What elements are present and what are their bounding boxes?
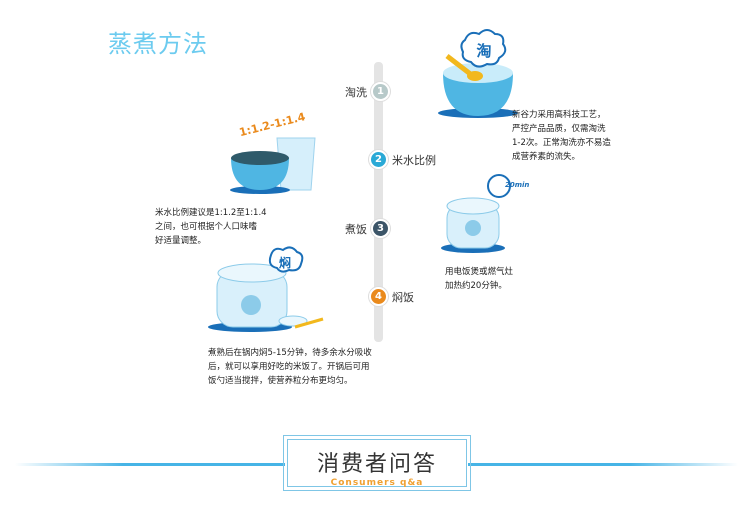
rice-cooker-illustration: 20min (441, 174, 529, 253)
step-label: 焖饭 (392, 290, 414, 304)
step-4: 4 焖饭 (369, 287, 414, 306)
step-number: 3 (371, 219, 390, 238)
desc-line: 后，就可以享用好吃的米饭了。开锅后可用 (208, 362, 370, 372)
divider-right (468, 463, 738, 466)
step-number: 1 (371, 82, 390, 101)
step-label: 米水比例 (392, 153, 436, 167)
step-4-description: 煮熟后在锅内焖5-15分钟，待多余水分吸收 后，就可以享用好吃的米饭了。开锅后可… (208, 346, 372, 388)
badge-text: 焖 (279, 255, 291, 270)
step-2: 2 米水比例 (369, 150, 436, 169)
rice-water-illustration: 1:1.2-1:1.4 (230, 110, 316, 194)
desc-line: 饭勺适当搅拌，使营养粒分布更均匀。 (208, 376, 353, 386)
divider-left (15, 463, 285, 466)
washing-bowl-illustration: 淘 (438, 29, 518, 118)
desc-line: 用电饭煲或燃气灶 (445, 267, 514, 277)
desc-line: 1-2次。正常淘洗亦不易造 (512, 138, 611, 148)
step-3: 煮饭 3 (345, 219, 390, 238)
page-title: 蒸煮方法 (108, 30, 208, 58)
desc-line: 好适量调整。 (155, 236, 207, 246)
step-label: 煮饭 (345, 222, 367, 236)
desc-line: 米水比例建议是1:1.2至1:1.4 (155, 208, 267, 218)
step-number: 2 (369, 150, 388, 169)
step-label: 淘洗 (345, 85, 367, 99)
step-2-description: 米水比例建议是1:1.2至1:1.4 之间，也可根据个人口味嗜 好适量调整。 (155, 206, 267, 248)
desc-line: 煮熟后在锅内焖5-15分钟，待多余水分吸收 (208, 348, 372, 358)
timer-text: 20min (505, 181, 529, 189)
badge-text: 淘 (475, 42, 491, 60)
desc-line: 成营养素的流失。 (512, 152, 581, 162)
desc-line: 加热约20分钟。 (445, 281, 507, 291)
step-1: 淘洗 1 (345, 82, 390, 101)
step-number: 4 (369, 287, 388, 306)
desc-line: 之间，也可根据个人口味嗜 (155, 222, 258, 232)
timeline-spine (374, 62, 383, 342)
section-title: 消费者问答 (316, 452, 437, 477)
desc-line: 新谷力采用高科技工艺， (512, 110, 606, 120)
ratio-text: 1:1.2-1:1.4 (238, 110, 307, 139)
desc-line: 严控产品品质，仅需淘洗 (512, 124, 606, 134)
section-subtitle: Consumers q&a (330, 478, 424, 488)
step-3-description: 用电饭煲或燃气灶 加热约20分钟。 (445, 265, 513, 293)
step-1-description: 新谷力采用高科技工艺， 严控产品品质，仅需淘洗 1-2次。正常淘洗亦不易造 成营… (512, 108, 611, 164)
cooker-serving-illustration: 焖 (208, 246, 324, 332)
section-header: 消费者问答 Consumers q&a (283, 435, 471, 491)
